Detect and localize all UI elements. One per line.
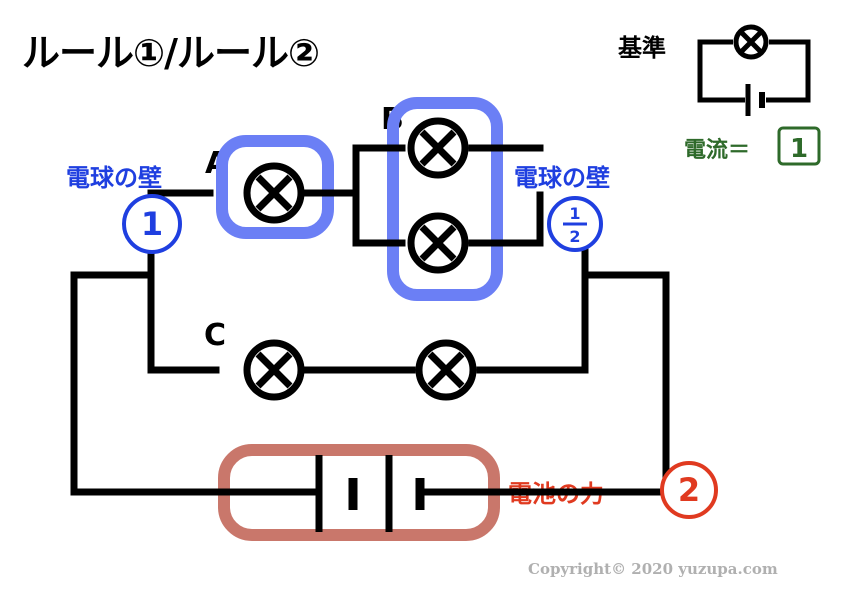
reference-current-label: 電流＝ <box>684 138 751 163</box>
svg-text:1: 1 <box>790 134 808 164</box>
page-title: ルール①/ルール② <box>22 31 320 75</box>
svg-text:2: 2 <box>569 227 580 246</box>
wall-right-badge: 1 2 <box>547 196 603 252</box>
reference-circuit <box>697 39 811 116</box>
lamp-c-label: C <box>204 318 227 353</box>
lamp-c1-icon <box>247 343 301 397</box>
copyright-notice: Copyright© 2020 yuzupa.com <box>528 560 778 578</box>
battery-symbol <box>315 455 425 532</box>
lamp-b-wall-highlight <box>387 97 503 301</box>
reference-current-box: 1 <box>777 126 821 166</box>
reference-lamp-icon <box>736 27 766 57</box>
svg-text:2: 2 <box>678 471 700 509</box>
svg-text:1: 1 <box>569 204 580 223</box>
wall-right-label: 電球の壁 <box>514 164 610 192</box>
lamp-c2-icon <box>419 343 473 397</box>
lamp-a-icon <box>247 166 301 220</box>
reference-label: 基準 <box>618 34 666 62</box>
wall-left-badge: 1 <box>122 194 182 254</box>
svg-text:1: 1 <box>141 205 163 243</box>
lamp-b2-icon <box>411 216 465 270</box>
lamp-a-wall-highlight <box>216 135 334 239</box>
battery-badge: 2 <box>660 461 718 519</box>
lamp-b1-icon <box>411 121 465 175</box>
wall-left-label: 電球の壁 <box>66 164 162 192</box>
